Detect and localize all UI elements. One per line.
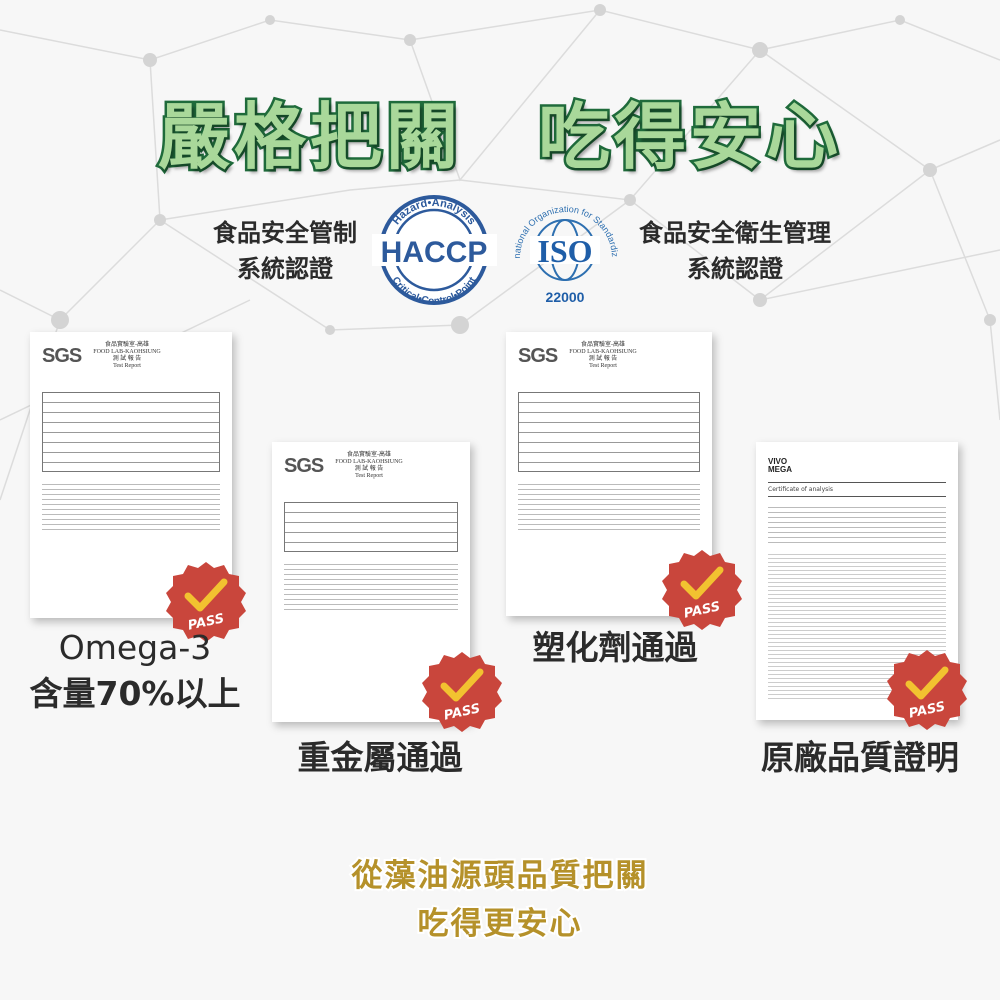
plasticizer-label: 塑化劑通過 bbox=[532, 628, 698, 667]
haccp-caption-line1: 食品安全管制 bbox=[213, 219, 357, 247]
report-title-en: Test Report bbox=[355, 473, 383, 479]
svg-text:22000: 22000 bbox=[546, 289, 585, 305]
report-title-en: Test Report bbox=[589, 363, 617, 369]
svg-text:ISO: ISO bbox=[537, 233, 592, 269]
report-title: 測 試 報 告 bbox=[112, 356, 142, 362]
lab-name: 食品實驗室-高雄 bbox=[105, 342, 149, 348]
lab-name: 食品實驗室-高雄 bbox=[347, 452, 391, 458]
heavy-metal-label: 重金屬通過 bbox=[297, 738, 463, 777]
haccp-logo: Hazard•Analysis Critical•Control•Point H… bbox=[372, 195, 497, 307]
iso-caption-line2: 系統認證 bbox=[687, 255, 783, 283]
haccp-caption-line2: 系統認證 bbox=[237, 255, 333, 283]
pass-stamp bbox=[420, 650, 504, 734]
report-title: 測 試 報 告 bbox=[354, 466, 384, 472]
svg-text:HACCP: HACCP bbox=[381, 236, 488, 269]
notes bbox=[42, 480, 220, 530]
omega3-label-line1: Omega-3 bbox=[58, 628, 212, 667]
sgs-logo: SGS bbox=[284, 454, 324, 477]
iso-logo: International Organization for Standardi… bbox=[508, 188, 620, 305]
report-title: 測 試 報 告 bbox=[588, 356, 618, 362]
product-details bbox=[768, 503, 946, 543]
headline: 嚴格把關 吃得安心 bbox=[155, 93, 842, 182]
certificate-heading: Certificate of analysis bbox=[768, 482, 946, 497]
origin-label: 原廠品質證明 bbox=[761, 738, 959, 777]
omega3-label-line2: 含量70%以上 bbox=[29, 674, 241, 713]
iso-caption: 食品安全衛生管理 系統認證 bbox=[630, 215, 840, 287]
lab-name-en: FOOD LAB-KAOHSIUNG bbox=[569, 349, 637, 355]
results-table bbox=[284, 502, 458, 552]
notes bbox=[518, 480, 700, 530]
pass-stamp bbox=[885, 648, 969, 732]
report-title-en: Test Report bbox=[113, 363, 141, 369]
lab-name: 食品實驗室-高雄 bbox=[581, 342, 625, 348]
lab-name-en: FOOD LAB-KAOHSIUNG bbox=[93, 349, 161, 355]
results-table bbox=[42, 392, 220, 472]
haccp-caption: 食品安全管制 系統認證 bbox=[200, 215, 370, 287]
notes bbox=[284, 560, 458, 610]
iso-caption-line1: 食品安全衛生管理 bbox=[639, 219, 831, 247]
bottom-slogan-line1: 從藻油源頭品質把關 bbox=[350, 856, 649, 896]
results-table bbox=[518, 392, 700, 472]
omega3-label: Omega-3 含量70%以上 bbox=[20, 625, 250, 717]
lab-name-en: FOOD LAB-KAOHSIUNG bbox=[335, 459, 403, 465]
bottom-slogan-line2: 吃得更安心 bbox=[416, 904, 583, 944]
sgs-logo: SGS bbox=[518, 344, 558, 367]
sgs-logo: SGS bbox=[42, 344, 82, 367]
pass-stamp bbox=[660, 548, 744, 632]
